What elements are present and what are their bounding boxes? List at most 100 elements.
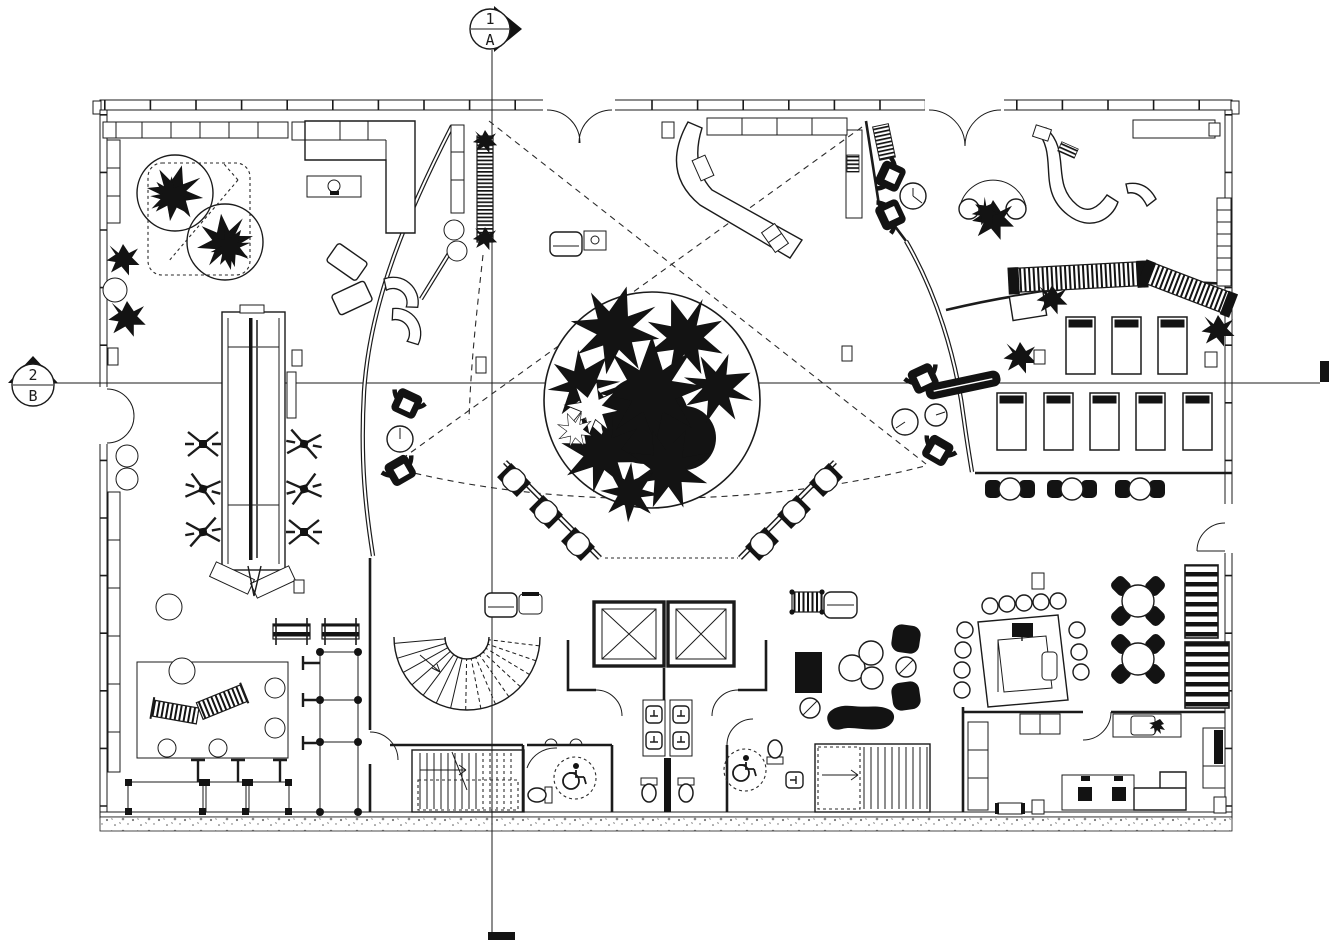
task-chair xyxy=(284,518,324,546)
work-zone xyxy=(107,304,326,773)
bean-sofa xyxy=(827,705,895,730)
curved-wall-bench xyxy=(925,370,1001,400)
section-marker-left-letter: B xyxy=(28,387,37,405)
hatched-bench xyxy=(1137,259,1239,318)
chaise-lounge xyxy=(149,696,200,725)
office-chair xyxy=(379,451,421,490)
s-curved-counter xyxy=(1034,127,1119,224)
loveseat xyxy=(549,231,583,257)
ground-hatch-band xyxy=(99,816,1233,832)
section-marker-2B: 2 B xyxy=(8,356,58,407)
display-benches xyxy=(125,758,292,815)
section-marker-top-letter: A xyxy=(485,31,494,49)
faucet-icon xyxy=(1149,719,1165,734)
pouf xyxy=(891,624,921,654)
stair-right xyxy=(814,743,931,813)
counter-chair xyxy=(743,525,781,563)
loveseat xyxy=(823,591,858,619)
top-left-lounge xyxy=(102,120,430,366)
armchair xyxy=(326,243,368,281)
restrooms xyxy=(526,699,804,812)
round-planter xyxy=(136,154,214,232)
task-chair xyxy=(183,430,223,458)
dark-rug xyxy=(795,652,822,693)
task-chair xyxy=(181,471,225,507)
treatment-bed xyxy=(1135,392,1166,451)
french-door-top-right xyxy=(928,109,1002,147)
atrium-counters xyxy=(495,460,845,563)
entry-zone xyxy=(443,124,853,374)
section-marker-top-number: 1 xyxy=(485,10,494,28)
counter-chair xyxy=(775,493,813,531)
lounge-zone xyxy=(789,589,921,730)
exterior-doors xyxy=(99,99,1233,553)
elevator-core xyxy=(566,600,768,717)
long-work-table xyxy=(221,311,286,571)
bottom-left-zone xyxy=(125,593,362,816)
spa-tables xyxy=(985,477,1165,501)
hatched-seat xyxy=(789,589,825,615)
small-benches xyxy=(272,618,360,645)
wheelchair-icon xyxy=(732,754,757,782)
dining-tables xyxy=(1108,564,1230,709)
loveseat xyxy=(484,592,518,618)
wall-shelf-ladder xyxy=(1216,197,1232,287)
atrium-seating-right xyxy=(891,360,959,470)
armchair xyxy=(518,592,543,615)
spa-area xyxy=(925,259,1239,501)
treatment-bed xyxy=(1065,316,1096,375)
stair-left xyxy=(411,749,525,813)
treatment-bed xyxy=(1043,392,1074,451)
wall-shelf-long xyxy=(107,491,121,773)
central-planter xyxy=(532,274,766,535)
treatment-bed xyxy=(1157,316,1188,375)
section-marker-left-number: 2 xyxy=(28,366,37,384)
pouf xyxy=(891,681,921,711)
top-right-office xyxy=(872,119,1232,287)
round-planter xyxy=(186,203,264,281)
section-marker-1A: 1 A xyxy=(469,6,522,52)
treatment-bed xyxy=(1111,316,1142,375)
rack-units xyxy=(301,648,362,816)
treatment-bed xyxy=(1182,392,1213,451)
round-side-table xyxy=(899,182,927,210)
fan-back-chair xyxy=(386,300,430,350)
hatched-bench xyxy=(1007,260,1149,295)
french-door-top-left xyxy=(546,109,613,144)
counter-chair xyxy=(807,461,845,499)
counter-chair xyxy=(527,493,565,531)
task-chair xyxy=(282,471,326,507)
treatment-bed xyxy=(996,392,1027,451)
armchair xyxy=(331,280,373,316)
spiral-staircase xyxy=(393,592,543,711)
rug-outline-dashed xyxy=(147,162,251,276)
wheelchair-icon xyxy=(562,762,587,790)
double-door-left-wall xyxy=(106,388,135,444)
treatment-bed xyxy=(1089,392,1120,451)
counter-chair xyxy=(559,525,597,563)
bar-vanity xyxy=(953,572,1090,708)
accessible-wc-left xyxy=(526,738,597,804)
curved-bench xyxy=(1125,182,1157,208)
office-chair xyxy=(917,431,959,470)
striped-shelf xyxy=(1184,641,1230,709)
table-4-chairs xyxy=(1108,631,1168,687)
toilet xyxy=(640,777,658,803)
accessible-wc-right xyxy=(723,718,804,792)
chaise-lounge xyxy=(195,682,250,721)
office-chair xyxy=(386,385,427,422)
toilet xyxy=(677,777,695,803)
task-chair xyxy=(181,515,225,549)
atrium-seating-left xyxy=(379,385,427,490)
task-chair xyxy=(282,427,326,461)
table-4-chairs xyxy=(1108,573,1168,629)
curved-reception-desk xyxy=(675,121,804,259)
door-right-wall xyxy=(1196,522,1226,552)
plant-with-seats xyxy=(958,179,1027,240)
reception xyxy=(661,117,848,259)
entry-mat xyxy=(476,135,494,243)
kitchen xyxy=(967,713,1227,815)
exterior-walls xyxy=(92,99,1240,832)
